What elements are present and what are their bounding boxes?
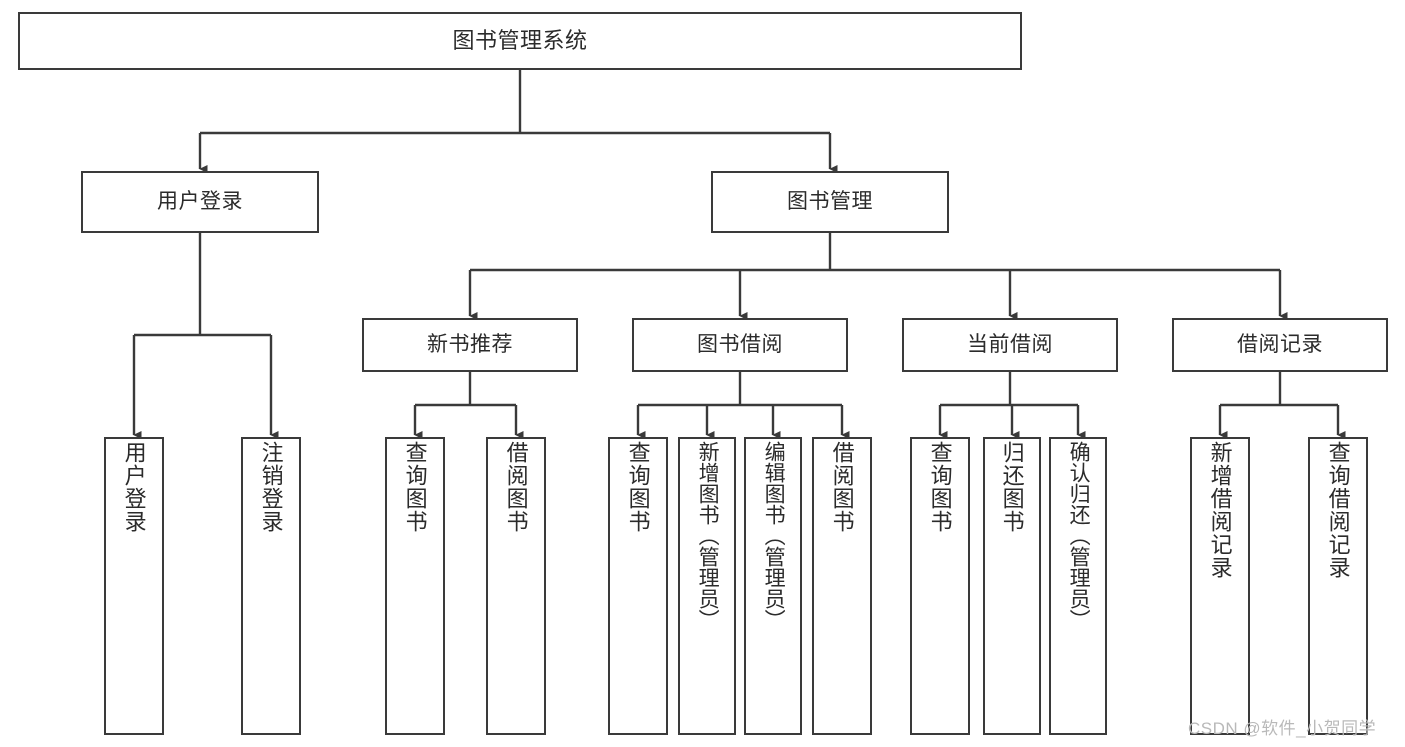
node-user-login-label: 用户登录 — [157, 189, 243, 213]
node-leaf-query-book-rec[interactable]: 查询图书 — [385, 437, 445, 735]
node-book-manage[interactable]: 图书管理 — [711, 171, 949, 233]
node-root-label: 图书管理系统 — [452, 28, 588, 54]
node-leaf-query-record[interactable]: 查询借阅记录 — [1308, 437, 1368, 735]
node-leaf-confirm-return-label: 确认归还（管理员） — [1067, 441, 1091, 630]
node-leaf-add-book[interactable]: 新增图书（管理员） — [678, 437, 736, 735]
node-leaf-edit-book[interactable]: 编辑图书（管理员） — [744, 437, 802, 735]
node-current-borrow[interactable]: 当前借阅 — [902, 318, 1118, 372]
node-leaf-edit-book-label: 编辑图书（管理员） — [762, 441, 786, 630]
node-leaf-add-record-label: 新增借阅记录 — [1207, 441, 1233, 579]
node-leaf-query-book-borrow[interactable]: 查询图书 — [608, 437, 668, 735]
node-leaf-confirm-return[interactable]: 确认归还（管理员） — [1049, 437, 1107, 735]
node-leaf-query-book-cur-label: 查询图书 — [927, 441, 953, 533]
node-borrow-record-label: 借阅记录 — [1237, 332, 1323, 356]
node-user-login[interactable]: 用户登录 — [81, 171, 319, 233]
node-book-borrow[interactable]: 图书借阅 — [632, 318, 848, 372]
node-new-book-rec[interactable]: 新书推荐 — [362, 318, 578, 372]
node-borrow-record[interactable]: 借阅记录 — [1172, 318, 1388, 372]
node-leaf-borrow-book-label: 借阅图书 — [829, 441, 855, 533]
node-leaf-query-book-cur[interactable]: 查询图书 — [910, 437, 970, 735]
node-root[interactable]: 图书管理系统 — [18, 12, 1022, 70]
node-leaf-add-record[interactable]: 新增借阅记录 — [1190, 437, 1250, 735]
csdn-watermark: CSDN @软件_小贺同学 — [1188, 719, 1377, 738]
node-current-borrow-label: 当前借阅 — [967, 332, 1053, 356]
node-leaf-borrow-book-rec[interactable]: 借阅图书 — [486, 437, 546, 735]
node-leaf-query-record-label: 查询借阅记录 — [1325, 441, 1351, 579]
node-book-manage-label: 图书管理 — [787, 189, 873, 213]
node-leaf-query-book-rec-label: 查询图书 — [402, 441, 428, 533]
node-leaf-user-login-label: 用户登录 — [121, 441, 147, 533]
node-leaf-borrow-book-rec-label: 借阅图书 — [503, 441, 529, 533]
node-leaf-return-book[interactable]: 归还图书 — [983, 437, 1041, 735]
node-book-borrow-label: 图书借阅 — [697, 332, 783, 356]
node-leaf-borrow-book[interactable]: 借阅图书 — [812, 437, 872, 735]
node-new-book-rec-label: 新书推荐 — [427, 332, 513, 356]
node-leaf-logout-label: 注销登录 — [258, 441, 284, 533]
node-leaf-return-book-label: 归还图书 — [999, 441, 1025, 533]
node-leaf-add-book-label: 新增图书（管理员） — [696, 441, 720, 630]
node-leaf-user-login[interactable]: 用户登录 — [104, 437, 164, 735]
node-leaf-query-book-borrow-label: 查询图书 — [625, 441, 651, 533]
node-leaf-logout[interactable]: 注销登录 — [241, 437, 301, 735]
